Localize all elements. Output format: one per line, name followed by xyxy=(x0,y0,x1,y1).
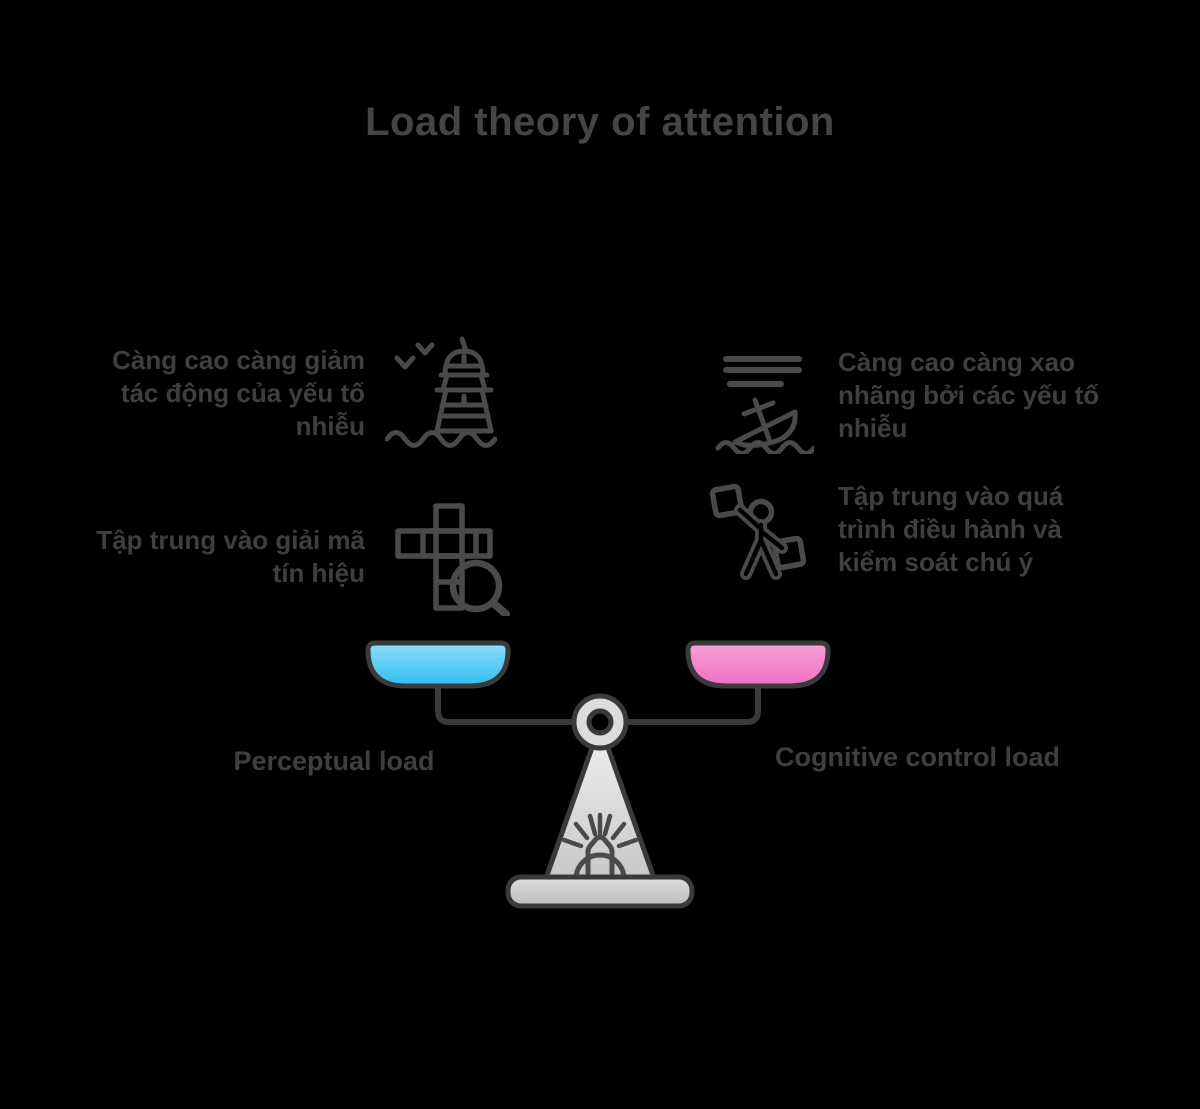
text-line: nhiễu xyxy=(295,411,365,441)
person-holding-boxes-icon xyxy=(709,484,806,580)
text-perceptual-effect: Càng cao càng giảm tác động của yếu tố n… xyxy=(35,344,365,443)
right-pan-label: Cognitive control load xyxy=(775,742,1061,772)
text-line: nhãng bởi các yếu tố xyxy=(838,380,1100,410)
balance-scale xyxy=(365,640,831,909)
sinking-boat-icon xyxy=(715,356,814,454)
text-line: nhiễu xyxy=(838,413,908,443)
text-line: trình điều hành và xyxy=(838,514,1062,544)
stand-base xyxy=(505,874,695,909)
crossword-magnifier-icon xyxy=(395,503,510,616)
beam-right xyxy=(597,677,761,725)
candle-icon xyxy=(561,812,639,882)
text-line: Tập trung vào giải mã xyxy=(96,525,365,555)
text-line: Càng cao càng xao xyxy=(838,347,1075,377)
text-cognitive-focus: Tập trung vào quá trình điều hành và kiể… xyxy=(838,480,1178,579)
left-pan-label: Perceptual load xyxy=(233,746,435,776)
lighthouse-icon xyxy=(385,336,497,448)
text-line: tín hiệu xyxy=(272,558,365,588)
text-perceptual-focus: Tập trung vào giải mã tín hiệu xyxy=(35,524,365,590)
text-line: kiểm soát chú ý xyxy=(838,547,1034,577)
beam-left xyxy=(435,677,603,725)
left-pan xyxy=(365,640,511,689)
text-cognitive-distraction: Càng cao càng xao nhãng bởi các yếu tố n… xyxy=(838,346,1178,445)
pivot-hole xyxy=(586,708,614,736)
text-line: Càng cao càng giảm xyxy=(112,345,365,375)
text-line: Tập trung vào quá xyxy=(838,481,1064,511)
page-title: Load theory of attention xyxy=(365,100,835,144)
text-line: tác động của yếu tố xyxy=(120,378,365,408)
right-pan xyxy=(685,640,831,689)
